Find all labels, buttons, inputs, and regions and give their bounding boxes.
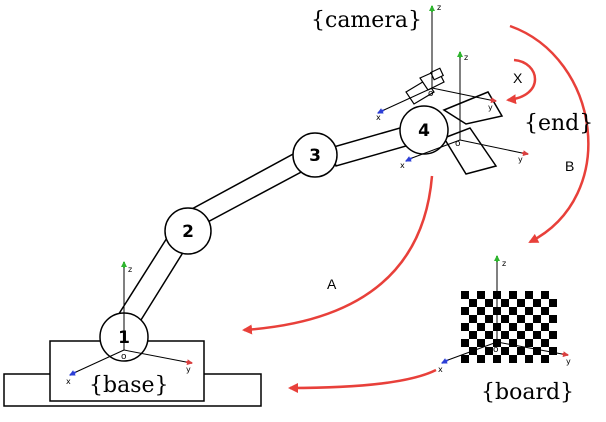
checker-square: [549, 299, 557, 307]
frame-label-end: {end}: [524, 111, 593, 136]
checker-square: [469, 331, 477, 339]
checker-square: [525, 355, 533, 363]
checker-square: [517, 347, 525, 355]
checker-square: [525, 291, 533, 299]
checker-square: [501, 315, 509, 323]
board-frame-axes: z y x o: [438, 255, 571, 374]
checker-square: [541, 307, 549, 315]
checker-square: [477, 307, 485, 315]
checker-square: [533, 315, 541, 323]
checker-square: [485, 299, 493, 307]
end-x-label: x: [400, 161, 405, 170]
checker-square: [509, 291, 517, 299]
gripper: [442, 91, 504, 175]
checker-square: [501, 347, 509, 355]
checker-square: [533, 331, 541, 339]
camera-frame-axes: z y x o: [376, 3, 497, 122]
checker-square: [485, 315, 493, 323]
checker-square: [493, 339, 501, 347]
robot-arm-links: [113, 123, 421, 329]
checker-square: [541, 339, 549, 347]
checker-square: [485, 347, 493, 355]
checker-square: [549, 315, 557, 323]
checker-square: [525, 307, 533, 315]
frame-label-board: {board}: [481, 380, 574, 405]
checker-square: [541, 323, 549, 331]
checker-square: [477, 323, 485, 331]
frame-label-camera: {camera}: [311, 8, 422, 33]
base-frame-axes: z y x o: [66, 261, 193, 386]
checker-square: [549, 331, 557, 339]
board-x-label: x: [438, 365, 443, 374]
joint-2-label: 2: [182, 222, 194, 242]
checker-square: [509, 323, 517, 331]
end-origin-label: o: [455, 139, 461, 149]
checker-square: [549, 347, 557, 355]
arrow-b-end-to-board: [509, 24, 590, 244]
checker-square: [461, 355, 469, 363]
base-y-label: y: [186, 365, 191, 374]
transform-label-b: B: [565, 158, 574, 174]
checker-square: [461, 307, 469, 315]
board-z-label: z: [502, 259, 506, 268]
transform-label-a: A: [327, 276, 337, 292]
checker-square: [541, 355, 549, 363]
joint-2: 2: [164, 207, 212, 255]
board-origin-label: o: [493, 345, 499, 355]
checker-square: [461, 323, 469, 331]
end-z-label: z: [464, 53, 468, 62]
end-y-label: y: [518, 155, 523, 164]
transform-label-x: X: [513, 70, 523, 86]
end-frame-axes: z y x o: [400, 51, 529, 170]
checker-square: [509, 355, 517, 363]
transform-arrows: [242, 24, 590, 393]
camera-x-label: x: [376, 113, 381, 122]
checker-square: [485, 331, 493, 339]
checker-square: [469, 299, 477, 307]
checker-square: [461, 339, 469, 347]
calibration-checkerboard: [461, 291, 557, 363]
checker-square: [541, 291, 549, 299]
checker-square: [493, 355, 501, 363]
joint-4: 4: [399, 105, 449, 155]
checker-square: [477, 339, 485, 347]
checker-square: [533, 347, 541, 355]
camera-icon: [405, 67, 445, 105]
checker-square: [509, 307, 517, 315]
checker-square: [469, 315, 477, 323]
board-y-label: y: [566, 357, 571, 366]
arrow-board-to-base: [288, 368, 437, 393]
checker-square: [501, 331, 509, 339]
camera-origin-label: o: [428, 89, 434, 99]
arrow-a-to-base: [242, 175, 434, 335]
arrow-x-camera-to-end: [506, 58, 537, 105]
frame-label-base: {base}: [89, 373, 169, 398]
checker-square: [477, 291, 485, 299]
checker-square: [517, 331, 525, 339]
checker-square: [525, 323, 533, 331]
checker-square: [517, 299, 525, 307]
base-z-label: z: [128, 265, 132, 274]
checker-square: [525, 339, 533, 347]
camera-z-label: z: [437, 3, 441, 12]
base-x-label: x: [66, 377, 71, 386]
checker-square: [533, 299, 541, 307]
checker-square: [461, 291, 469, 299]
joint-3: 3: [292, 132, 338, 178]
base-origin-label: o: [121, 352, 127, 362]
camera-y-label: y: [488, 103, 493, 112]
checker-square: [517, 315, 525, 323]
checker-square: [501, 299, 509, 307]
joint-4-label: 4: [418, 121, 430, 141]
checker-square: [509, 339, 517, 347]
joint-3-label: 3: [309, 146, 321, 166]
checker-square: [477, 355, 485, 363]
